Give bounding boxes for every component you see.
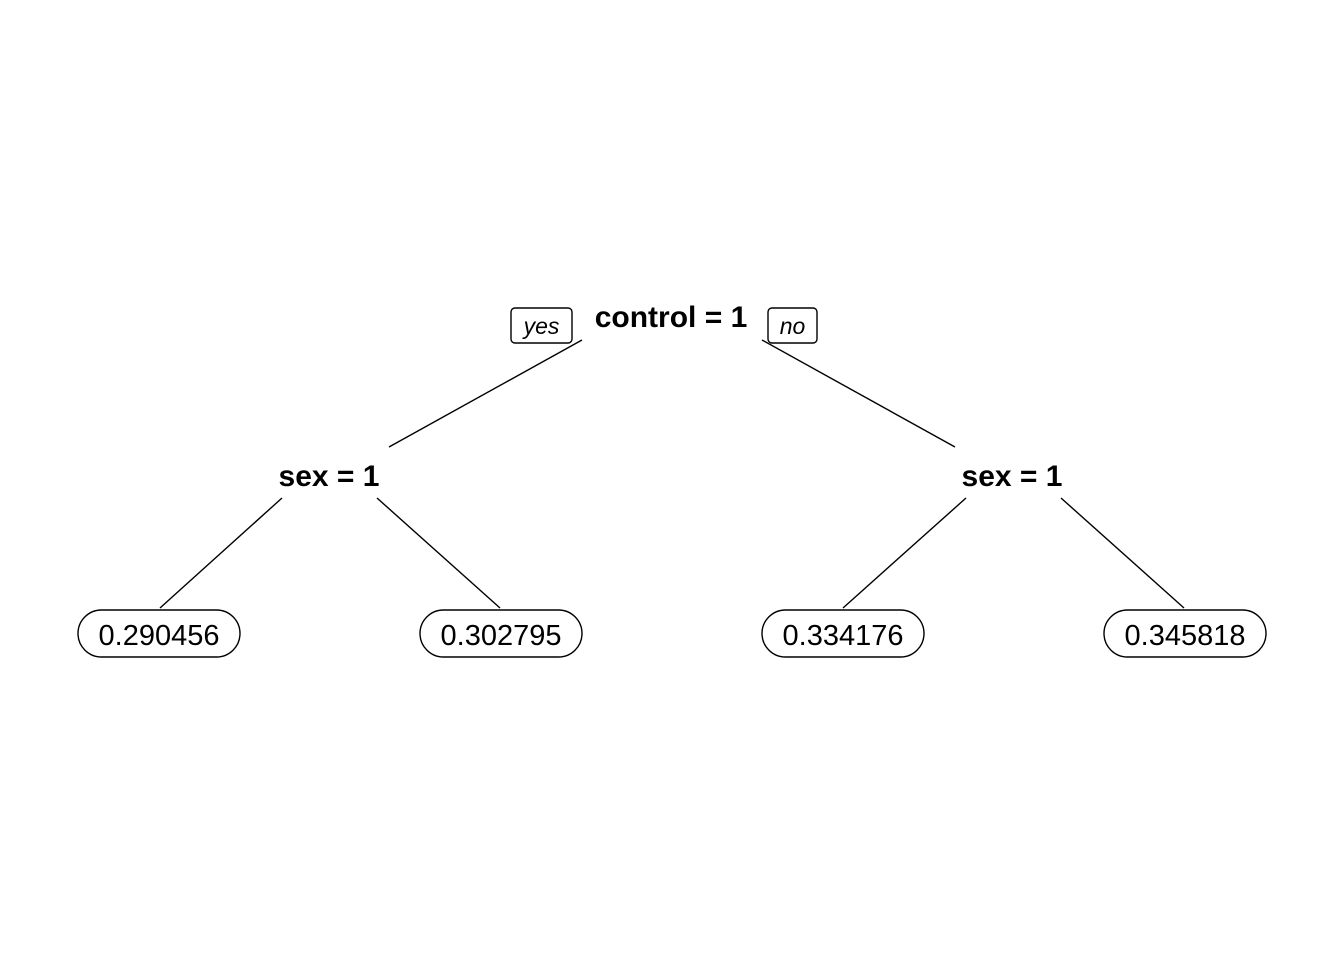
edge-left-to-leaf-2 bbox=[376, 497, 501, 609]
left-split-node: sex = 1 bbox=[279, 460, 380, 493]
edge-left-to-leaf-1 bbox=[159, 497, 283, 609]
leaf-node-4: 0.345818 bbox=[1103, 609, 1267, 658]
right-split-node: sex = 1 bbox=[962, 460, 1063, 493]
no-branch-text: no bbox=[780, 313, 806, 339]
leaf-value-3: 0.334176 bbox=[783, 620, 904, 652]
leaf-node-1: 0.290456 bbox=[77, 609, 241, 658]
leaf-node-3: 0.334176 bbox=[761, 609, 925, 658]
edge-right-to-leaf-4 bbox=[1060, 497, 1185, 609]
edge-root-to-right bbox=[761, 339, 956, 448]
right-split-label: sex = 1 bbox=[962, 460, 1063, 493]
root-node: control = 1 yes no bbox=[510, 301, 818, 344]
left-split-label: sex = 1 bbox=[279, 460, 380, 493]
no-branch-box bbox=[767, 307, 818, 344]
edge-root-to-left bbox=[388, 339, 583, 448]
no-branch-label: no bbox=[767, 307, 818, 344]
root-split-label: control = 1 bbox=[595, 301, 748, 334]
leaf-value-1: 0.290456 bbox=[99, 620, 220, 652]
yes-branch-label: yes bbox=[510, 307, 573, 344]
leaf-value-2: 0.302795 bbox=[441, 620, 562, 652]
leaf-box-2 bbox=[419, 609, 583, 658]
tree-edges bbox=[159, 339, 1185, 609]
leaf-box-3 bbox=[761, 609, 925, 658]
yes-branch-box bbox=[510, 307, 573, 344]
edge-right-to-leaf-3 bbox=[842, 497, 967, 609]
leaf-value-4: 0.345818 bbox=[1125, 620, 1246, 652]
yes-branch-text: yes bbox=[522, 313, 560, 339]
leaf-node-2: 0.302795 bbox=[419, 609, 583, 658]
leaf-box-4 bbox=[1103, 609, 1267, 658]
leaf-box-1 bbox=[77, 609, 241, 658]
